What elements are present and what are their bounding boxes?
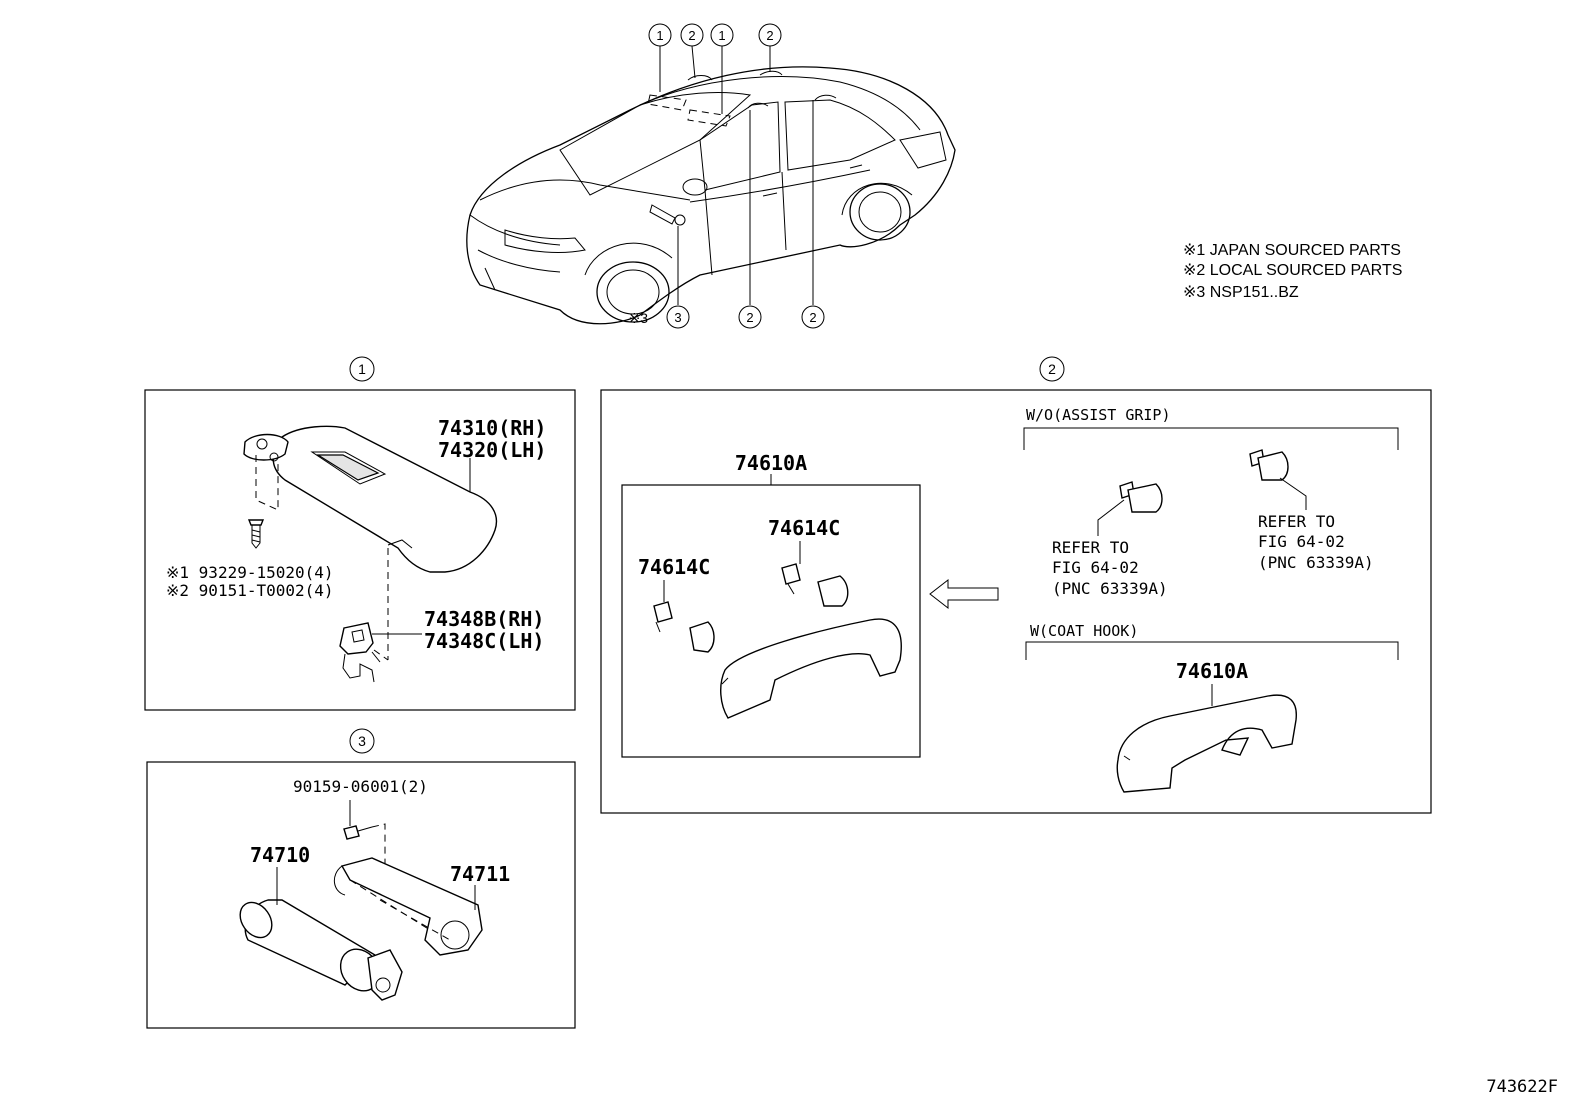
screw-japan-label: ※1 93229-15020(4) <box>166 563 334 582</box>
wo-assist-grip-label: W/O(ASSIST GRIP) <box>1026 406 1171 424</box>
note-1: ※1 JAPAN SOURCED PARTS <box>1183 242 1401 259</box>
callout-2a <box>680 23 704 47</box>
callout-3a-label: 3 <box>674 310 681 325</box>
coat-hook-label: 74610A <box>1176 659 1248 683</box>
assist-grip <box>720 618 902 719</box>
section-2-callout-label: 2 <box>1048 361 1056 377</box>
bolt-label: 90159-06001(2) <box>293 777 428 796</box>
section-3-callout <box>349 728 375 754</box>
note3-prefix: ※3 <box>628 310 648 326</box>
flashlight-bracket <box>340 857 483 956</box>
callout-1b <box>710 23 734 47</box>
refer2-line2: FIG 64-02 <box>1258 532 1345 551</box>
section-3-frame <box>146 761 576 1029</box>
w-coat-hook-label: W(COAT HOOK) <box>1030 622 1138 640</box>
callout-2a-label: 2 <box>688 28 695 43</box>
section-1-sun-visor: 1 74310(RH) 74320(LH) ※1 93229-15020(4) <box>144 356 576 711</box>
visor-lh-label: 74320(LH) <box>438 438 546 462</box>
clip-b-label: 74614C <box>768 516 840 540</box>
note-2: ※2 LOCAL SOURCED PARTS <box>1183 262 1402 279</box>
section-3-flashlight: 3 90159-06001(2) 74710 74711 <box>146 728 576 1029</box>
callout-1b-label: 1 <box>718 28 725 43</box>
callout-2c <box>738 305 762 329</box>
notes-legend: ※1 JAPAN SOURCED PARTS ※2 LOCAL SOURCED … <box>1183 242 1402 301</box>
refer1-line3: (PNC 63339A) <box>1052 579 1168 598</box>
refer2-line1: REFER TO <box>1258 512 1335 531</box>
replacement-arrow <box>929 578 999 610</box>
bracket-label: 74711 <box>450 862 510 886</box>
section-1-callout <box>349 356 375 382</box>
refer1-line1: REFER TO <box>1052 538 1129 557</box>
section-2-callout <box>1039 356 1065 382</box>
coat-hook-grip <box>1116 694 1297 793</box>
holder-lh-label: 74348C(LH) <box>424 629 544 653</box>
section-1-callout-label: 1 <box>358 361 366 377</box>
car-overview: 1 2 1 2 ※3 3 2 2 <box>466 23 956 329</box>
refer2-line3: (PNC 63339A) <box>1258 553 1374 572</box>
grip-assy-label: 74610A <box>735 451 807 475</box>
figure-code: 743622F <box>1486 1077 1558 1097</box>
callout-3a <box>666 305 690 329</box>
callout-1a <box>648 23 672 47</box>
refer1-line2: FIG 64-02 <box>1052 558 1139 577</box>
visor-holder <box>339 622 374 655</box>
note-3: ※3 NSP151..BZ <box>1183 284 1299 301</box>
screw-local-label: ※2 90151-T0002(4) <box>166 581 334 600</box>
section-2-frame <box>600 389 1432 814</box>
callout-2d <box>801 305 825 329</box>
section-1-frame <box>144 389 576 711</box>
clip-a-label: 74614C <box>638 555 710 579</box>
callout-2b <box>758 23 782 47</box>
section-3-callout-label: 3 <box>358 733 366 749</box>
callout-2b-label: 2 <box>766 28 773 43</box>
flashlight-label: 74710 <box>250 843 310 867</box>
section-2-assist-grip: 2 74610A 74614C 74614C W/O(ASSIST GRIP) <box>600 356 1432 814</box>
callout-2d-label: 2 <box>809 310 816 325</box>
callout-1a-label: 1 <box>656 28 663 43</box>
visor-rh-label: 74310(RH) <box>438 416 546 440</box>
sun-visor <box>272 425 497 573</box>
callout-2c-label: 2 <box>746 310 753 325</box>
holder-rh-label: 74348B(RH) <box>424 607 544 631</box>
